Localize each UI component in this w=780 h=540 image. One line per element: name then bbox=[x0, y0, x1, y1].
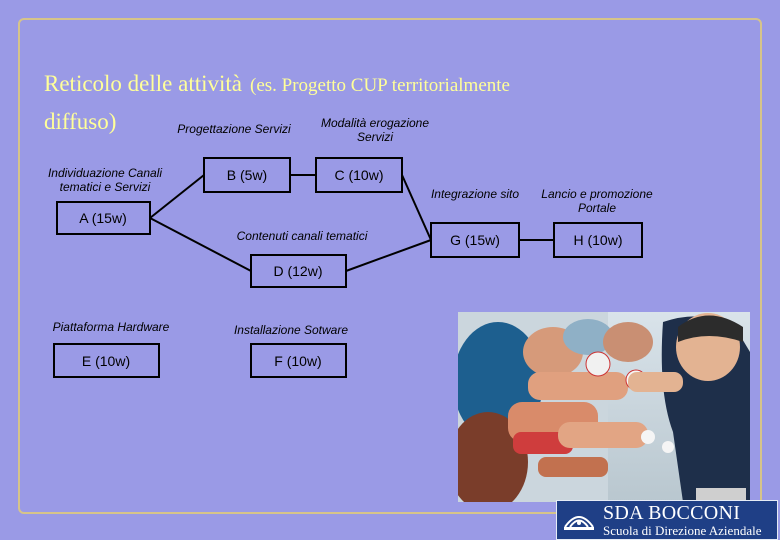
crowd-photo bbox=[458, 312, 750, 502]
activity-h-box bbox=[553, 222, 643, 258]
sda-bocconi-logo: SDA BOCCONI Scuola di Direzione Aziendal… bbox=[556, 500, 778, 540]
activity-g-description: Integrazione sito bbox=[430, 187, 520, 201]
logo-main-text: SDA BOCCONI bbox=[603, 502, 741, 524]
activity-b-label: B (5w) bbox=[227, 167, 267, 183]
activity-d-box bbox=[250, 254, 347, 288]
title-line2: diffuso) bbox=[44, 109, 117, 134]
title-main: Reticolo delle attività bbox=[44, 71, 242, 96]
slide-title: Reticolo delle attività (es. Progetto CU… bbox=[44, 64, 684, 138]
connector-a-b bbox=[149, 174, 205, 219]
connector-c-g bbox=[401, 174, 432, 241]
activity-f-label: F (10w) bbox=[274, 353, 321, 369]
activity-d-label: D (12w) bbox=[273, 263, 322, 279]
activity-e-box bbox=[53, 343, 160, 378]
connectors bbox=[149, 174, 554, 272]
slide-frame bbox=[18, 18, 762, 514]
activity-h-description: Lancio e promozione Portale bbox=[541, 187, 653, 215]
connector-a-d bbox=[149, 217, 252, 272]
activity-d-description: Contenuti canali tematici bbox=[236, 229, 368, 243]
activity-c-label: C (10w) bbox=[334, 167, 383, 183]
activity-a-description: Individuazione Canali tematici e Servizi bbox=[47, 166, 163, 194]
bocconi-emblem-icon bbox=[564, 516, 594, 530]
activity-a-box bbox=[56, 201, 151, 235]
activity-f-box bbox=[250, 343, 347, 378]
activity-b-description: Progettazione Servizi bbox=[177, 122, 291, 136]
activity-a-label: A (15w) bbox=[79, 210, 126, 226]
activity-e-label: E (10w) bbox=[82, 353, 130, 369]
activity-g-box bbox=[430, 222, 520, 258]
activity-e-description: Piattaforma Hardware bbox=[52, 320, 170, 334]
activity-b-box bbox=[203, 157, 291, 193]
activity-c-description: Modalità erogazione Servizi bbox=[320, 116, 430, 144]
activity-c-box bbox=[315, 157, 403, 193]
connector-d-g bbox=[345, 239, 432, 272]
activity-g-label: G (15w) bbox=[450, 232, 500, 248]
title-sub: (es. Progetto CUP territorialmente bbox=[250, 75, 510, 96]
activity-f-description: Installazione Sotware bbox=[233, 323, 349, 337]
logo-sub-text: Scuola di Direzione Aziendale bbox=[603, 523, 762, 538]
activity-h-label: H (10w) bbox=[573, 232, 622, 248]
